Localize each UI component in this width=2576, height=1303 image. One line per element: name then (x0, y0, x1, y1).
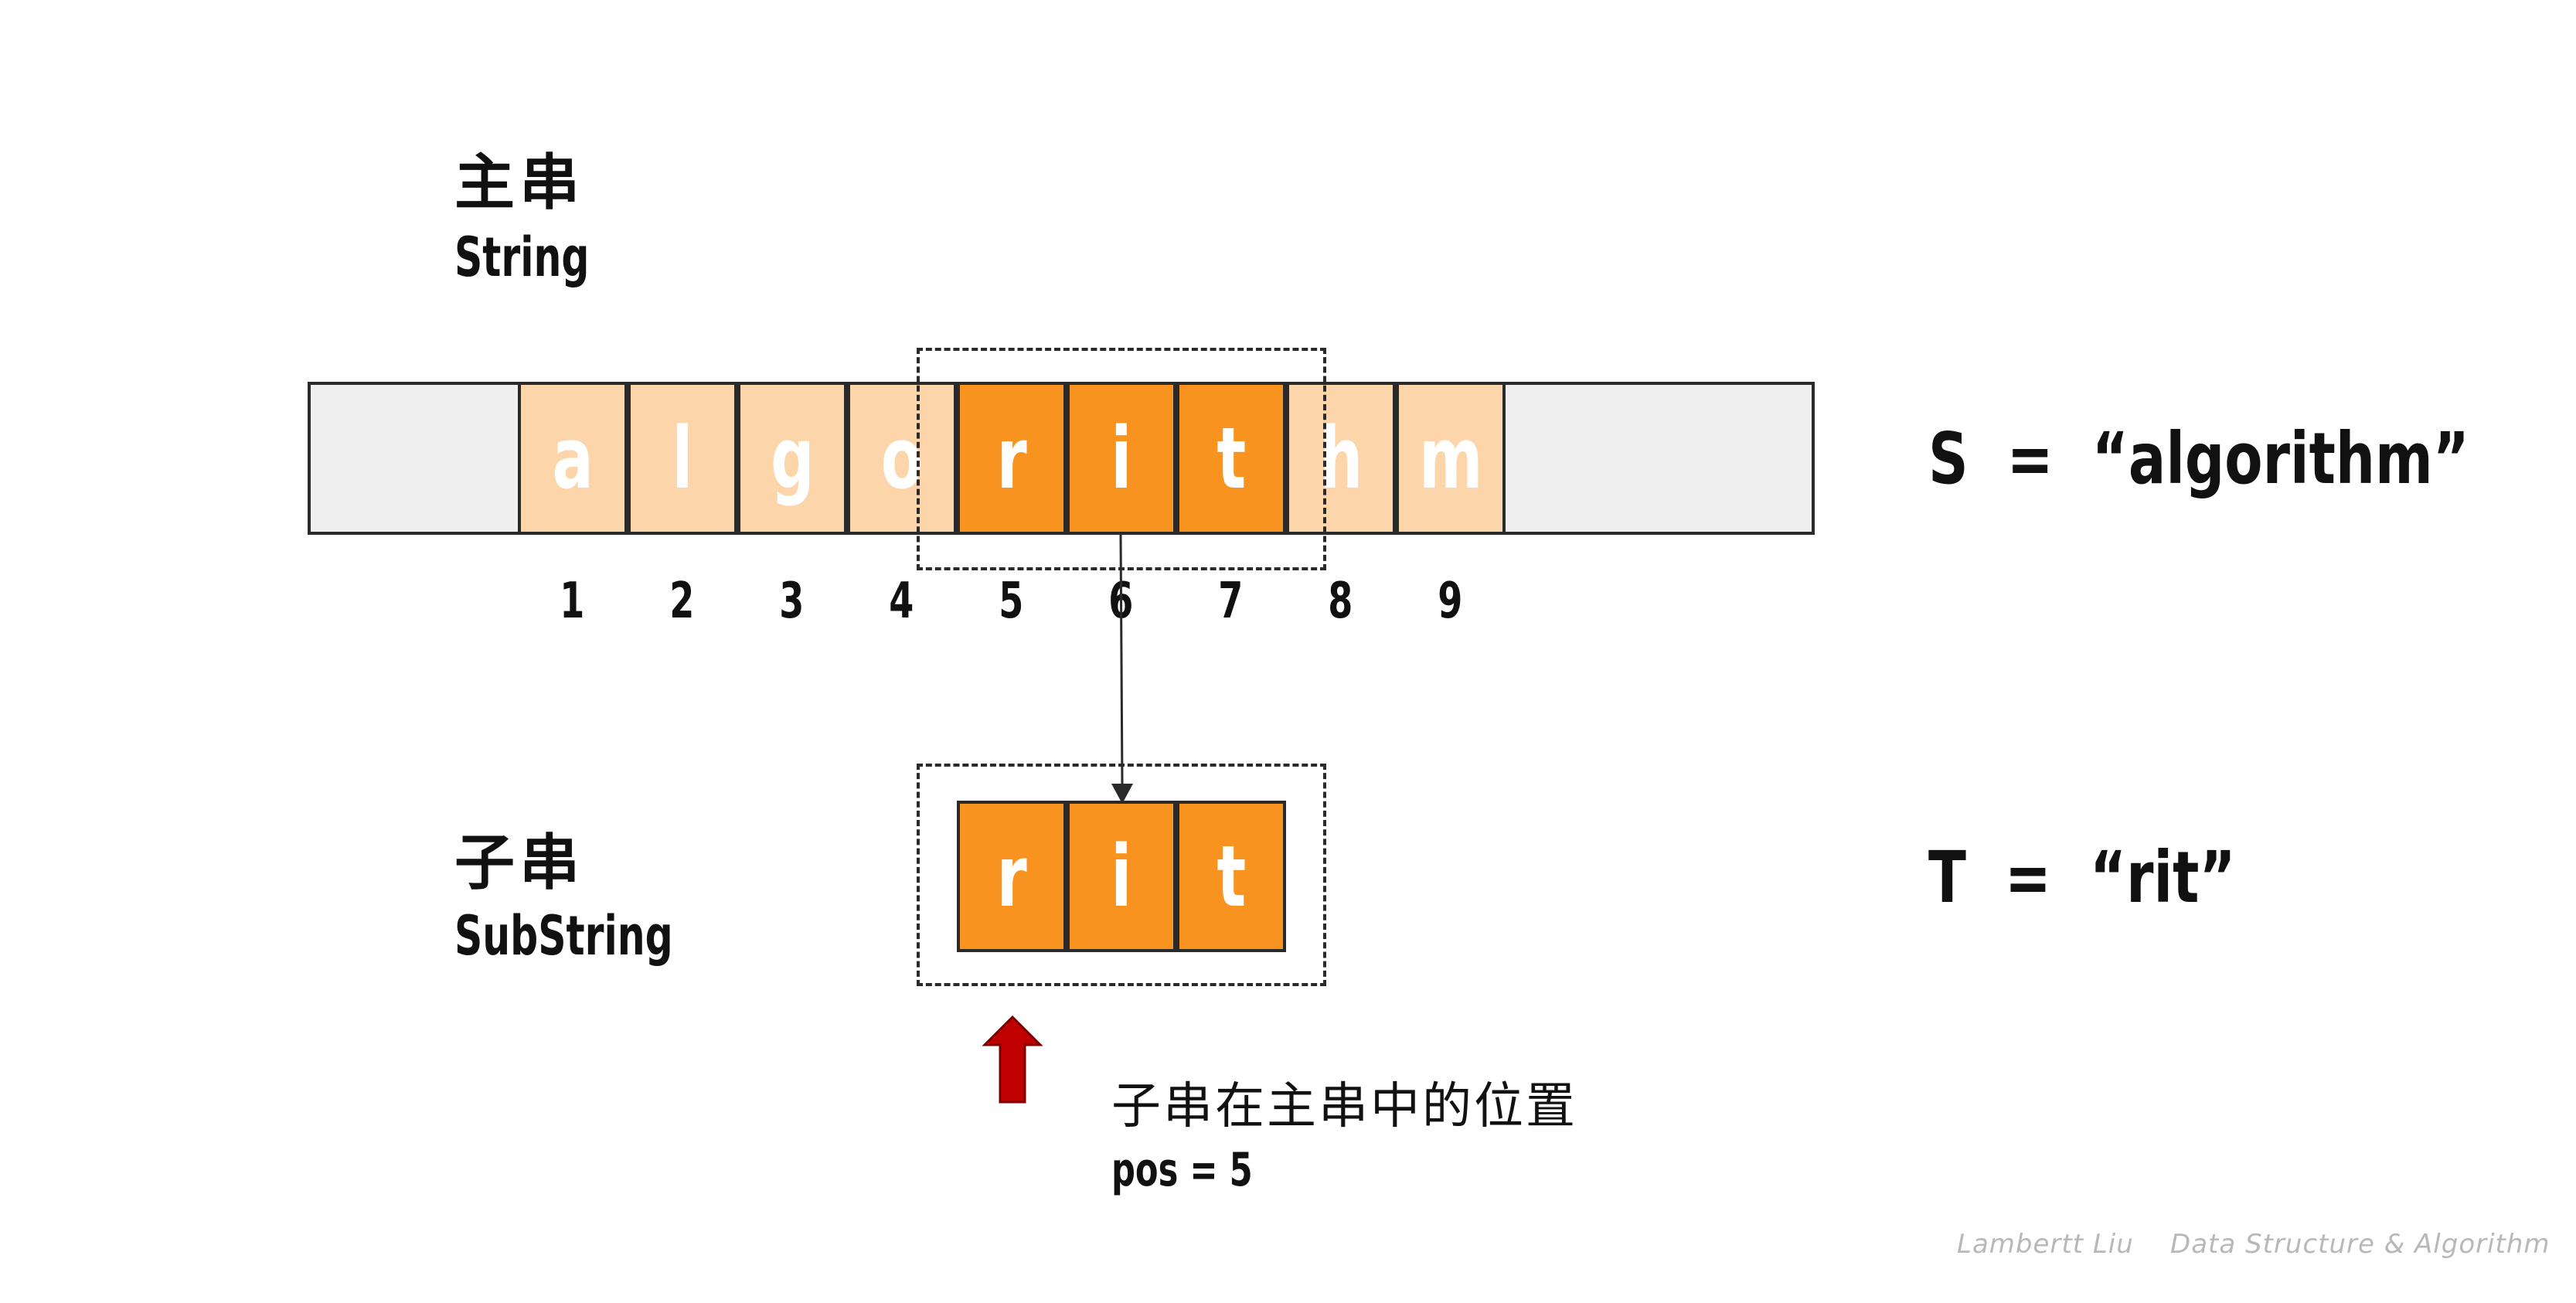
index-number: 7 (1217, 573, 1244, 630)
connector-line (1119, 534, 1124, 785)
index-label: 9 (1396, 577, 1504, 626)
index-label: 8 (1286, 577, 1394, 626)
index-number: 3 (778, 573, 805, 630)
main-string-cell: h (1286, 382, 1396, 535)
connector-arrowhead (1111, 784, 1133, 804)
index-number: 4 (888, 573, 914, 630)
index-label: 3 (737, 577, 846, 626)
main-string-char: g (770, 409, 815, 508)
index-number: 9 (1437, 573, 1463, 630)
sub-string-dashed-box (917, 764, 1326, 986)
sub-string-cell: t (1176, 801, 1286, 952)
sub-string-label-cjk: 子串 (454, 828, 585, 898)
main-string-char: a (552, 409, 594, 508)
main-string-cell: a (518, 382, 628, 535)
main-string-char: o (880, 409, 924, 508)
main-string-char: r (996, 409, 1027, 508)
main-string-cell: m (1396, 382, 1506, 535)
position-caption: 子串在主串中的位置 (1111, 1078, 1577, 1135)
index-number: 5 (998, 573, 1024, 630)
main-string-cell: t (1176, 382, 1286, 535)
index-label: 2 (628, 577, 736, 626)
index-number: 1 (559, 573, 585, 630)
main-string-equation: S = “algorithm” (1928, 417, 2469, 500)
sub-string-char: t (1217, 827, 1246, 926)
main-string-char: t (1217, 409, 1246, 508)
sub-string-char: r (996, 827, 1027, 926)
main-string-char: l (672, 409, 693, 508)
index-number: 8 (1327, 573, 1353, 630)
index-label: 1 (518, 577, 626, 626)
main-string-cell: r (957, 382, 1067, 535)
main-string-cell: l (628, 382, 737, 535)
position-value: pos = 5 (1111, 1143, 1253, 1197)
main-string-char: i (1111, 409, 1132, 508)
index-label: 5 (957, 577, 1065, 626)
main-string-char: m (1418, 409, 1483, 508)
index-label: 4 (847, 577, 955, 626)
position-marker-arrow-icon (982, 1016, 1043, 1104)
main-string-char: h (1319, 409, 1363, 508)
sub-string-cell: i (1067, 801, 1176, 952)
sub-string-char: i (1111, 827, 1132, 926)
sub-string-cell: r (957, 801, 1067, 952)
main-string-label-cjk: 主串 (454, 148, 585, 218)
main-string-cell: i (1067, 382, 1176, 535)
main-string-cell: o (847, 382, 957, 535)
index-number: 2 (669, 573, 695, 630)
author-credit: Lambertt Liu Data Structure & Algorithm (1957, 1229, 2550, 1260)
sub-string-label-en: SubString (454, 904, 673, 968)
main-string-label-en: String (454, 226, 590, 289)
main-string-cell: g (737, 382, 847, 535)
sub-string-equation: T = “rit” (1928, 836, 2236, 919)
index-label: 7 (1176, 577, 1285, 626)
